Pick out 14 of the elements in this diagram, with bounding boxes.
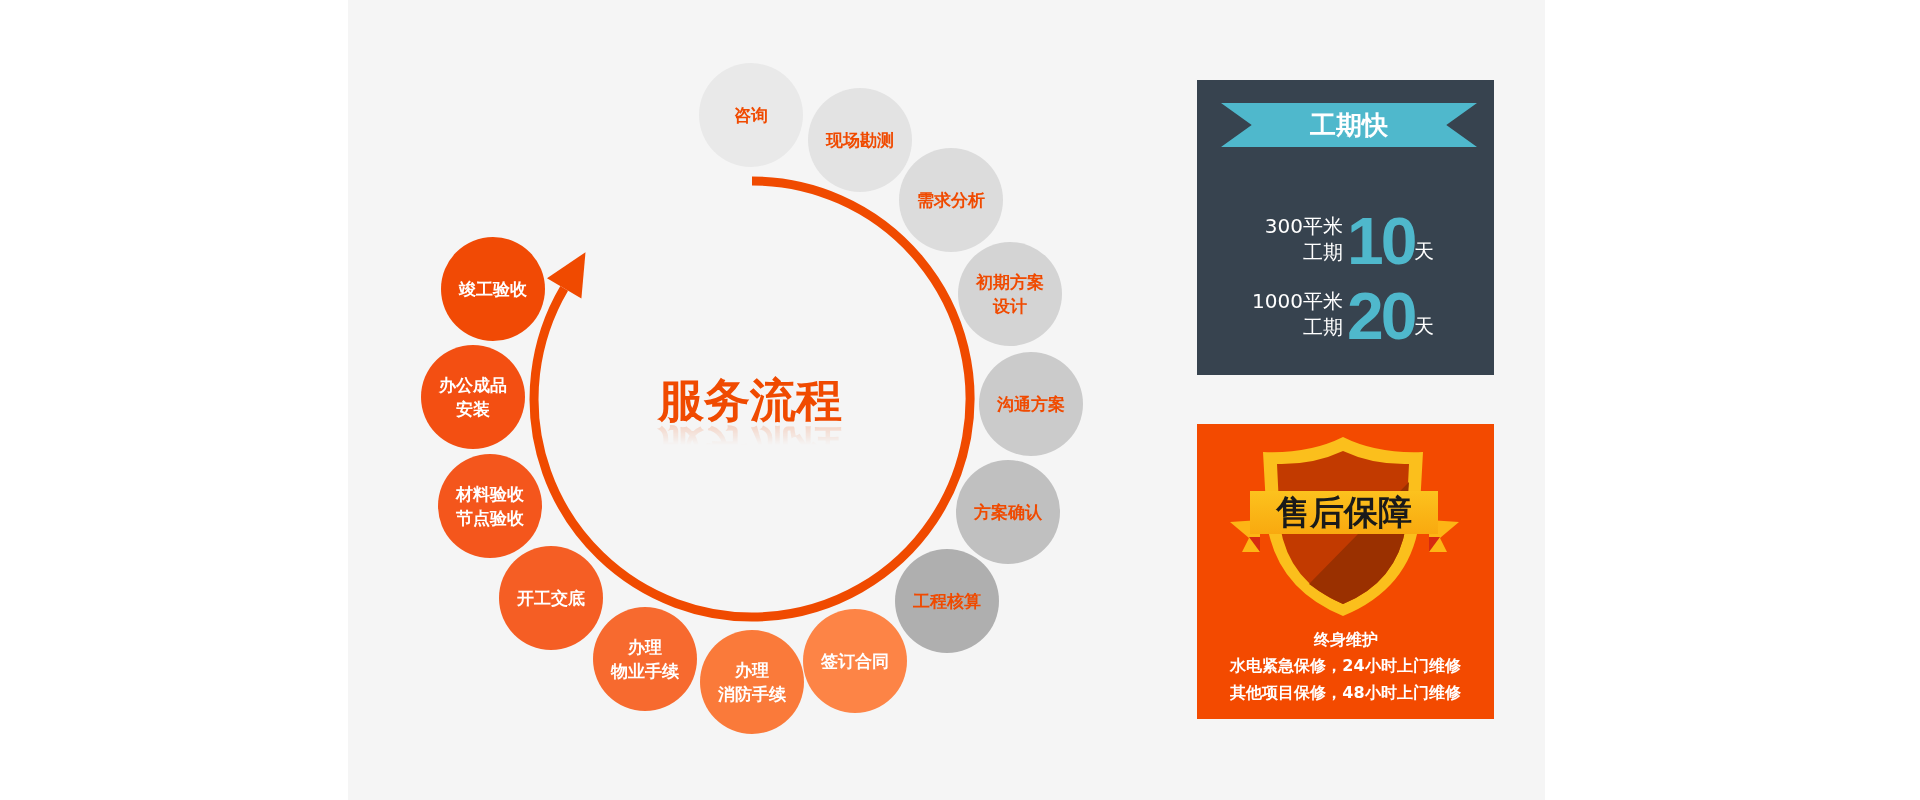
unit-label: 天 [1414, 239, 1434, 263]
diagram-title: 服务流程 [656, 372, 843, 429]
area-label: 1000平米工期 [1251, 288, 1343, 340]
unit-label: 天 [1414, 314, 1434, 338]
duration-number: 20 [1347, 279, 1415, 353]
duration-number: 10 [1347, 204, 1415, 278]
ribbon-banner: 工期快 [1221, 103, 1477, 147]
warranty-panel [1197, 424, 1494, 719]
service-text: 其他项目保修，48小时上门维修 [1229, 682, 1462, 704]
area-label: 300平米工期 [1263, 213, 1343, 265]
shield-banner: 售后保障 [1250, 491, 1438, 534]
service-text: 终身维护 [1312, 629, 1379, 651]
service-text: 水电紧急保修，24小时上门维修 [1229, 655, 1462, 677]
info-panel [1197, 80, 1494, 375]
